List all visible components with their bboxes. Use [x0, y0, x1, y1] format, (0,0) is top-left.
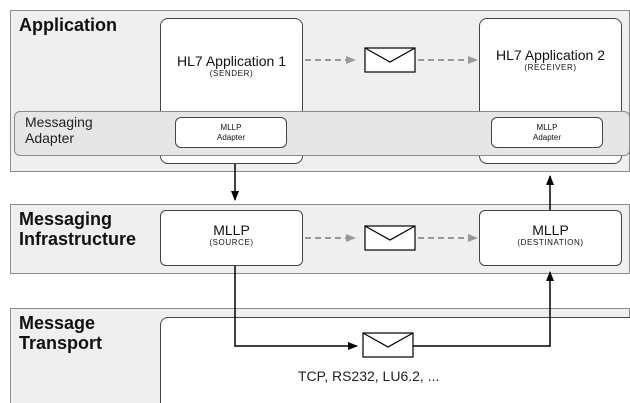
transport-channel-box	[160, 317, 630, 403]
mllp-destination-role: (DESTINATION)	[517, 238, 584, 247]
mllp-adapter-1-line2: Adapter	[216, 133, 246, 142]
mllp-source-name: MLLP	[213, 222, 250, 238]
message-transport-title-line2: Transport	[19, 333, 103, 353]
mllp-adapter-1-line1: MLLP	[220, 123, 242, 132]
mllp-source-role: (SOURCE)	[209, 238, 254, 247]
messaging-infrastructure-title: Messaging Infrastructure	[19, 209, 136, 249]
messaging-adapter-label-line1: Messaging	[25, 114, 93, 130]
envelope-icon	[364, 225, 416, 251]
hl7-application-2-name: HL7 Application 2	[496, 47, 605, 63]
envelope-icon	[362, 332, 414, 358]
mllp-source-box: MLLP (SOURCE)	[160, 210, 303, 266]
hl7-application-2-role: (RECEIVER)	[524, 63, 577, 72]
mllp-adapter-2-line1: MLLP	[536, 123, 558, 132]
mllp-adapter-2-box: MLLP Adapter	[491, 117, 603, 148]
mllp-destination-name: MLLP	[532, 222, 569, 238]
transport-path-left	[234, 266, 358, 350]
mllp-adapter-2-line2: Adapter	[532, 133, 562, 142]
transport-path-right	[413, 271, 554, 347]
messaging-adapter-label: Messaging Adapter	[25, 114, 93, 146]
messaging-infrastructure-title-line1: Messaging	[19, 209, 113, 229]
messaging-adapter-label-line2: Adapter	[25, 130, 75, 146]
messaging-infrastructure-title-line2: Infrastructure	[19, 229, 137, 249]
mllp-adapter-1-box: MLLP Adapter	[175, 117, 287, 148]
envelope-icon	[364, 47, 416, 73]
message-transport-title-line1: Message	[19, 313, 96, 333]
message-transport-title: Message Transport	[19, 313, 102, 353]
hl7-application-1-role: (SENDER)	[209, 69, 254, 78]
mllp-destination-box: MLLP (DESTINATION)	[479, 210, 622, 266]
application-layer-title: Application	[19, 15, 117, 35]
transport-protocols-label: TCP, RS232, LU6.2, ...	[298, 368, 440, 384]
hl7-application-1-name: HL7 Application 1	[177, 53, 286, 69]
